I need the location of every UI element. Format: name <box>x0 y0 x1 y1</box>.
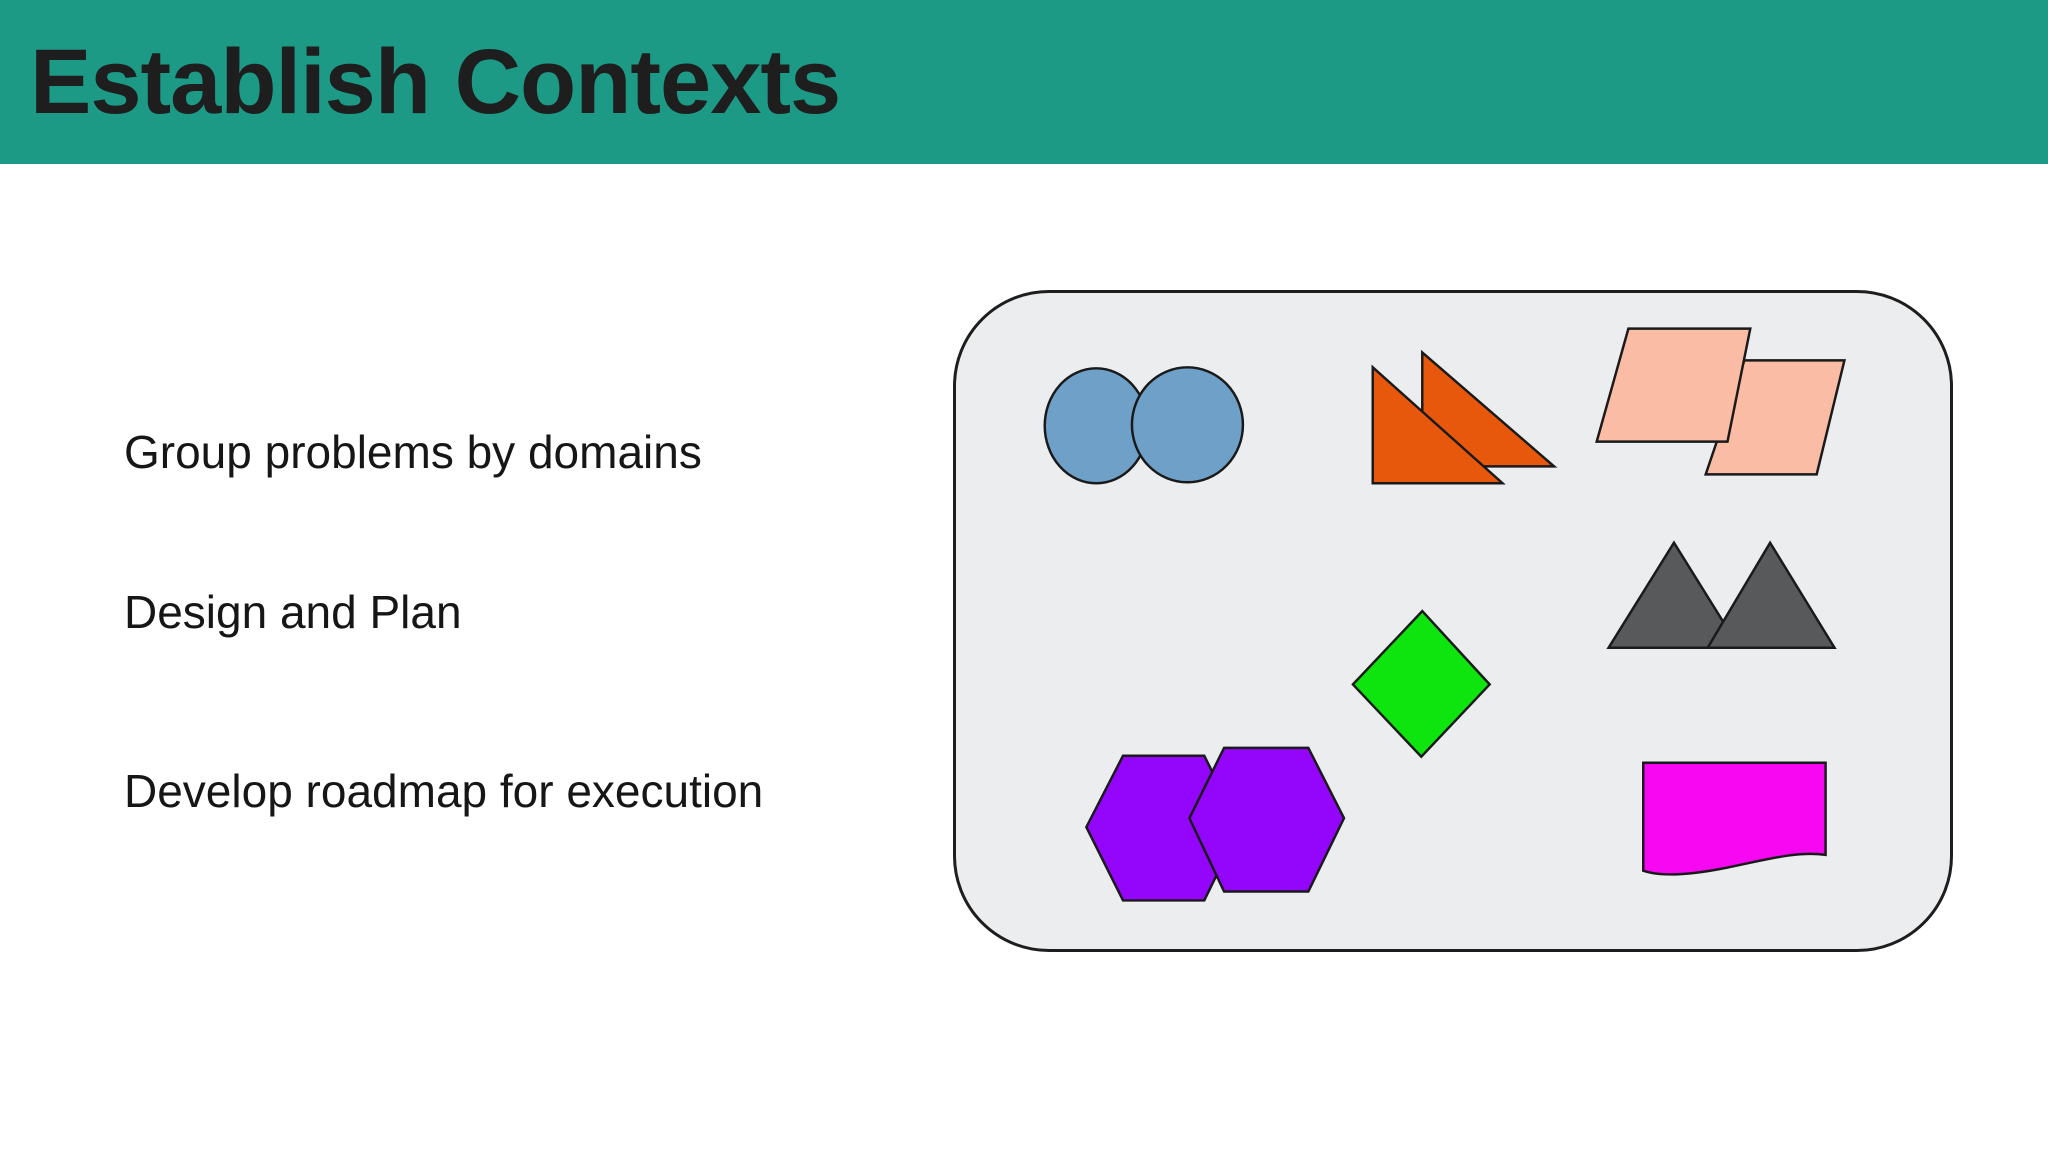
gray-triangle-front <box>1705 540 1837 649</box>
slide-header: Establish Contexts <box>0 0 2048 164</box>
slide-title: Establish Contexts <box>30 31 841 133</box>
bullet-group-problems: Group problems by domains <box>124 426 702 478</box>
gray-triangle-back <box>1606 540 1742 649</box>
orange-triangle-back <box>1421 349 1558 468</box>
green-diamond <box>1351 609 1492 759</box>
purple-hexagon-front <box>1188 746 1346 893</box>
bullet-design-plan: Design and Plan <box>124 586 462 638</box>
shapes-panel <box>953 290 1953 952</box>
salmon-parallelogram-front <box>1595 327 1752 443</box>
shapes-canvas <box>1043 327 1846 902</box>
magenta-document <box>1642 761 1827 876</box>
blue-circle-front <box>1130 366 1245 484</box>
bullet-develop-roadmap: Develop roadmap for execution <box>124 765 764 817</box>
orange-triangle-front <box>1371 364 1506 485</box>
